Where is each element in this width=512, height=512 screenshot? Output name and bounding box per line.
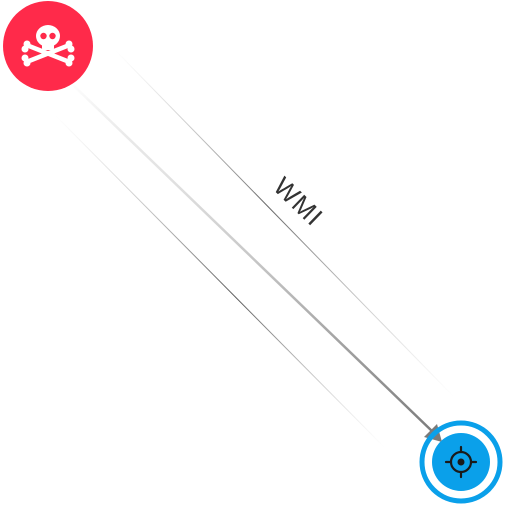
attacker-node[interactable] xyxy=(3,1,93,91)
target-node[interactable] xyxy=(419,420,503,504)
edge-label: WMI xyxy=(268,171,329,232)
target-node-ring xyxy=(419,420,503,504)
skull-crossbones-icon xyxy=(21,25,75,67)
edge-lower-streak xyxy=(54,114,386,449)
edge-connector-line[interactable] xyxy=(71,83,435,434)
crosshair-target-icon xyxy=(444,445,478,479)
edge-upper-streak xyxy=(114,49,456,399)
